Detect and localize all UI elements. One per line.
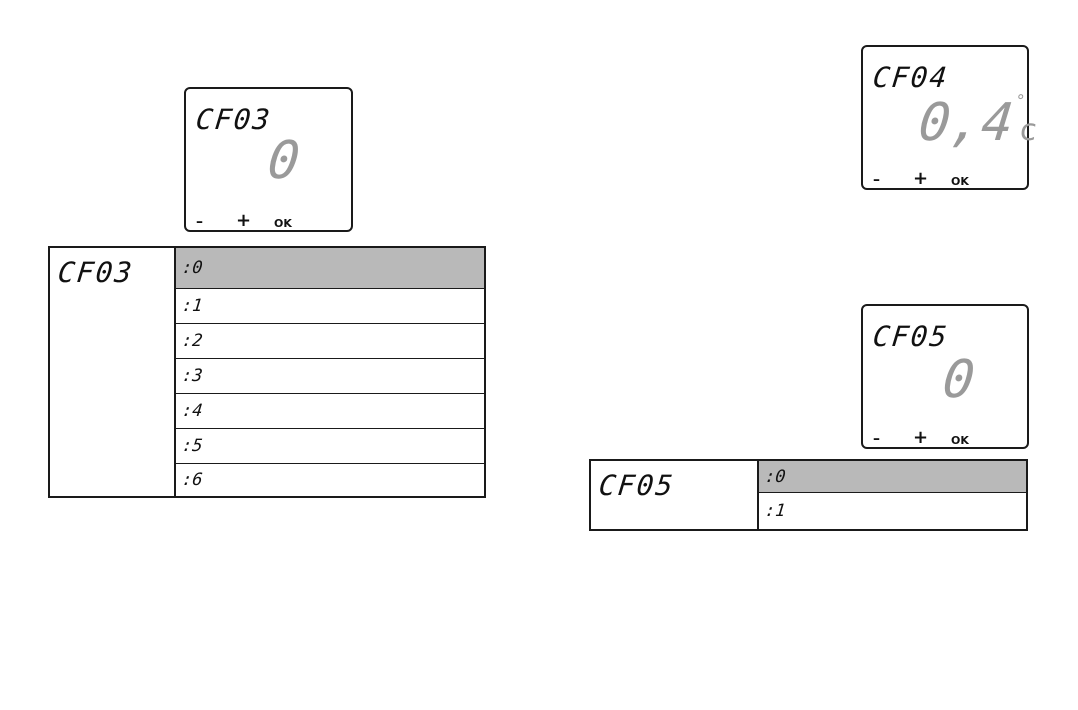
options-table-cf05: CF05 :0 :1 — [589, 459, 1028, 531]
table-code-cell: CF05 — [591, 461, 759, 529]
plus-button[interactable]: + — [236, 210, 251, 231]
option-row[interactable]: :1 — [759, 493, 1026, 529]
ok-button[interactable]: OK — [274, 217, 292, 230]
option-row[interactable]: :5 — [176, 429, 484, 464]
ok-button[interactable]: OK — [951, 175, 969, 188]
option-row[interactable]: :2 — [176, 324, 484, 359]
option-label: :6 — [181, 470, 204, 490]
option-row[interactable]: :4 — [176, 394, 484, 429]
lcd-code: CF04 — [871, 61, 950, 94]
option-label: :2 — [181, 331, 204, 351]
lcd-value: 0,4°c — [916, 97, 1040, 149]
option-row[interactable]: :0 — [759, 461, 1026, 493]
option-rows: :0 :1 — [759, 461, 1026, 529]
ok-button[interactable]: OK — [951, 434, 969, 447]
options-table-cf03: CF03 :0 :1 :2 :3 :4 :5 :6 — [48, 246, 486, 498]
option-row[interactable]: :6 — [176, 464, 484, 496]
option-label: :0 — [181, 258, 204, 278]
option-label: :4 — [181, 401, 204, 421]
option-label: :3 — [181, 366, 204, 386]
celsius-letter: c — [1018, 113, 1038, 148]
option-label: :0 — [764, 467, 787, 487]
table-code: CF03 — [56, 256, 135, 289]
option-row[interactable]: :1 — [176, 289, 484, 324]
option-row[interactable]: :3 — [176, 359, 484, 394]
minus-button[interactable]: – — [873, 431, 880, 447]
degree-celsius-unit: °c — [1010, 113, 1038, 148]
degree-symbol: ° — [1015, 91, 1025, 110]
plus-button[interactable]: + — [913, 168, 928, 189]
lcd-display-cf05: CF05 0 – + OK — [861, 304, 1029, 449]
option-label: :1 — [764, 501, 787, 521]
plus-button[interactable]: + — [913, 427, 928, 448]
option-row[interactable]: :0 — [176, 248, 484, 289]
table-code-cell: CF03 — [50, 248, 176, 496]
lcd-display-cf03: CF03 0 – + OK — [184, 87, 353, 232]
table-code: CF05 — [597, 469, 676, 502]
lcd-display-cf04: CF04 0,4°c – + OK — [861, 45, 1029, 190]
minus-button[interactable]: – — [196, 214, 203, 230]
lcd-code: CF03 — [194, 103, 273, 136]
option-rows: :0 :1 :2 :3 :4 :5 :6 — [176, 248, 484, 496]
lcd-value: 0 — [265, 135, 302, 187]
lcd-code: CF05 — [871, 320, 950, 353]
lcd-value: 0 — [940, 354, 977, 406]
minus-button[interactable]: – — [873, 172, 880, 188]
option-label: :1 — [181, 296, 204, 316]
lcd-value-number: 0,4 — [916, 93, 1016, 153]
option-label: :5 — [181, 436, 204, 456]
